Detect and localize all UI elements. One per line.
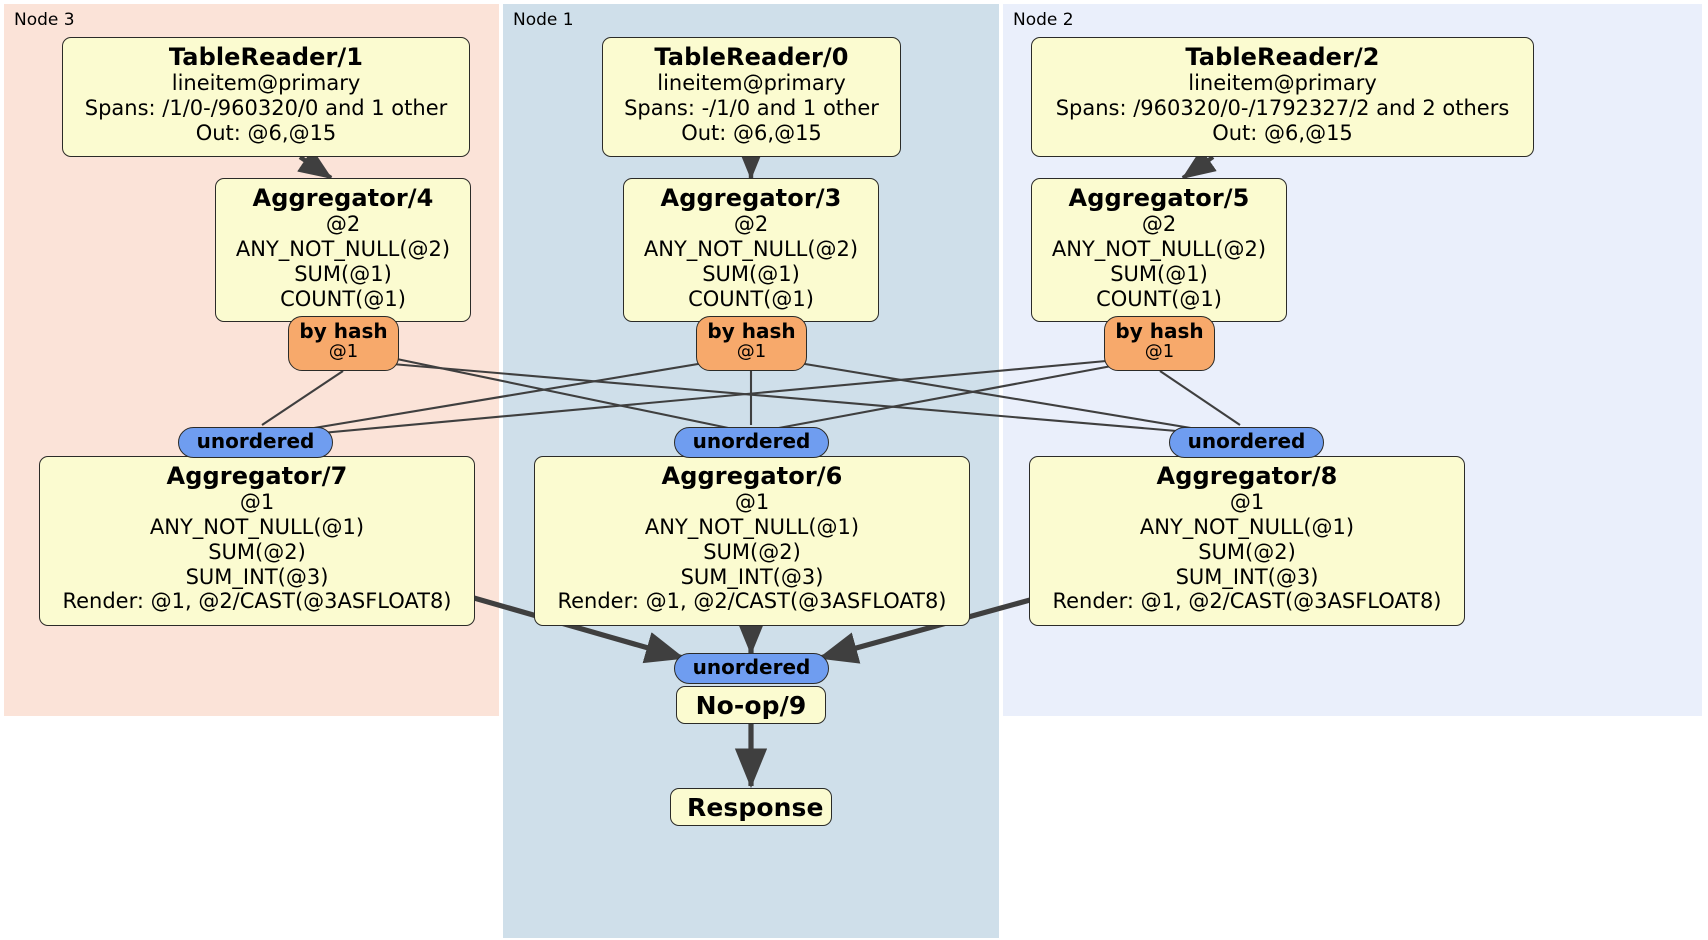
processor-detail-spans: Spans: /1/0-/960320/0 and 1 other <box>84 96 448 121</box>
processor-detail-groupcols: @1 <box>239 490 275 515</box>
processor-detail-agg1: ANY_NOT_NULL(@2) <box>643 237 859 262</box>
processor-title: No-op/9 <box>695 691 807 720</box>
processor-detail-agg2: SUM(@2) <box>1198 539 1296 564</box>
processor-tablereader-2[interactable]: TableReader/2 lineitem@primary Spans: /9… <box>1031 37 1534 157</box>
processor-detail-groupcols: @2 <box>325 212 361 237</box>
processor-aggregator-8[interactable]: Aggregator/8 @1 ANY_NOT_NULL(@1) SUM(@2)… <box>1029 456 1465 626</box>
processor-detail-groupcols: @2 <box>1141 212 1177 237</box>
processor-detail-agg3: SUM_INT(@3) <box>680 564 824 589</box>
processor-aggregator-4[interactable]: Aggregator/4 @2 ANY_NOT_NULL(@2) SUM(@1)… <box>215 178 471 322</box>
processor-detail-agg1: ANY_NOT_NULL(@2) <box>1051 237 1267 262</box>
synchronizer-label: unordered <box>1187 429 1306 453</box>
synchronizer-unordered-right[interactable]: unordered <box>1169 427 1324 458</box>
processor-aggregator-6[interactable]: Aggregator/6 @1 ANY_NOT_NULL(@1) SUM(@2)… <box>534 456 970 626</box>
processor-detail-agg3: COUNT(@1) <box>688 286 814 311</box>
node-panel-label-node2: Node 2 <box>1013 10 1074 30</box>
processor-detail-render: Render: @1, @2/CAST(@3ASFLOAT8) <box>557 589 947 614</box>
router-label: by hash <box>707 319 796 343</box>
processor-title: Response <box>687 793 824 822</box>
edge-tablereader1-aggregator4 <box>297 148 333 180</box>
router-label: by hash <box>1115 319 1204 343</box>
router-label: by hash <box>299 319 388 343</box>
router-hash-column: @1 <box>328 341 359 363</box>
processor-aggregator-5[interactable]: Aggregator/5 @2 ANY_NOT_NULL(@2) SUM(@1)… <box>1031 178 1287 322</box>
processor-title: Aggregator/7 <box>166 462 348 490</box>
router-hash-column: @1 <box>736 341 767 363</box>
processor-detail-out: Out: @6,@15 <box>681 120 822 145</box>
processor-detail-groupcols: @2 <box>733 212 769 237</box>
processor-detail-agg3: SUM_INT(@3) <box>1175 564 1319 589</box>
edge-hashleft-unorderedleft <box>261 370 344 426</box>
synchronizer-label: unordered <box>196 429 315 453</box>
edge-hashright-unorderedright <box>1159 370 1241 426</box>
processor-detail-table: lineitem@primary <box>657 71 846 96</box>
processor-title: Aggregator/6 <box>661 462 843 490</box>
synchronizer-label: unordered <box>692 429 811 453</box>
synchronizer-unordered-center[interactable]: unordered <box>674 427 829 458</box>
processor-detail-agg3: SUM_INT(@3) <box>185 564 329 589</box>
processor-detail-agg2: SUM(@1) <box>1110 261 1208 286</box>
router-by-hash-left[interactable]: by hash @1 <box>288 316 399 371</box>
processor-detail-out: Out: @6,@15 <box>195 120 337 145</box>
router-by-hash-right[interactable]: by hash @1 <box>1104 316 1215 371</box>
processor-detail-agg1: ANY_NOT_NULL(@1) <box>1139 515 1355 540</box>
edge-hashright-unorderedcenter <box>767 363 1118 432</box>
processor-detail-agg3: COUNT(@1) <box>1096 286 1222 311</box>
processor-detail-out: Out: @6,@15 <box>1212 120 1353 145</box>
synchronizer-label: unordered <box>692 655 811 679</box>
edge-aggregator8-unorderedfinal <box>817 597 1031 664</box>
node-panel-label-node1: Node 1 <box>513 10 574 30</box>
synchronizer-unordered-final[interactable]: unordered <box>674 653 829 684</box>
processor-title: Aggregator/4 <box>252 184 434 212</box>
processor-tablereader-0[interactable]: TableReader/0 lineitem@primary Spans: -/… <box>602 37 901 157</box>
processor-detail-groupcols: @1 <box>1229 490 1265 515</box>
processor-detail-table: lineitem@primary <box>1188 71 1377 96</box>
edge-tablereader2-aggregator5 <box>1181 148 1217 180</box>
processor-tablereader-1[interactable]: TableReader/1 lineitem@primary Spans: /1… <box>62 37 470 157</box>
edge-hashleft-unorderedright <box>391 362 1201 435</box>
processor-aggregator-7[interactable]: Aggregator/7 @1 ANY_NOT_NULL(@1) SUM(@2)… <box>39 456 475 626</box>
processor-title: Aggregator/8 <box>1156 462 1338 490</box>
processor-detail-agg1: ANY_NOT_NULL(@2) <box>235 237 451 262</box>
processor-title: TableReader/0 <box>654 43 849 71</box>
edge-hashcenter-unorderedleft <box>289 360 711 434</box>
router-by-hash-center[interactable]: by hash @1 <box>696 316 807 371</box>
processor-title: TableReader/2 <box>1185 43 1380 71</box>
processor-response[interactable]: Response <box>670 788 832 826</box>
edge-hashleft-unorderedcenter <box>391 356 739 432</box>
processor-detail-spans: Spans: /960320/0-/1792327/2 and 2 others <box>1055 96 1510 121</box>
processor-detail-render: Render: @1, @2/CAST(@3ASFLOAT8) <box>62 589 452 614</box>
processor-title: TableReader/1 <box>168 43 364 71</box>
processor-detail-agg3: COUNT(@1) <box>280 286 406 311</box>
processor-title: Aggregator/5 <box>1068 184 1250 212</box>
processor-detail-agg1: ANY_NOT_NULL(@1) <box>149 515 365 540</box>
edge-hashcenter-unorderedright <box>792 360 1216 434</box>
processor-detail-agg2: SUM(@2) <box>208 539 306 564</box>
processor-detail-spans: Spans: -/1/0 and 1 other <box>624 96 879 121</box>
edge-aggregator7-unorderedfinal <box>473 595 685 664</box>
node-panel-label-node3: Node 3 <box>14 10 75 30</box>
processor-detail-agg2: SUM(@1) <box>702 261 800 286</box>
processor-aggregator-3[interactable]: Aggregator/3 @2 ANY_NOT_NULL(@2) SUM(@1)… <box>623 178 879 322</box>
synchronizer-unordered-left[interactable]: unordered <box>178 427 333 458</box>
router-hash-column: @1 <box>1144 341 1175 363</box>
processor-title: Aggregator/3 <box>660 184 842 212</box>
processor-detail-groupcols: @1 <box>734 490 770 515</box>
processor-detail-table: lineitem@primary <box>171 71 361 96</box>
processor-detail-agg2: SUM(@1) <box>294 261 392 286</box>
processor-detail-agg1: ANY_NOT_NULL(@1) <box>644 515 860 540</box>
processor-detail-render: Render: @1, @2/CAST(@3ASFLOAT8) <box>1052 589 1442 614</box>
processor-noop-9[interactable]: No-op/9 <box>676 686 826 724</box>
processor-detail-agg2: SUM(@2) <box>703 539 801 564</box>
edge-hashright-unorderedleft <box>299 358 1118 437</box>
